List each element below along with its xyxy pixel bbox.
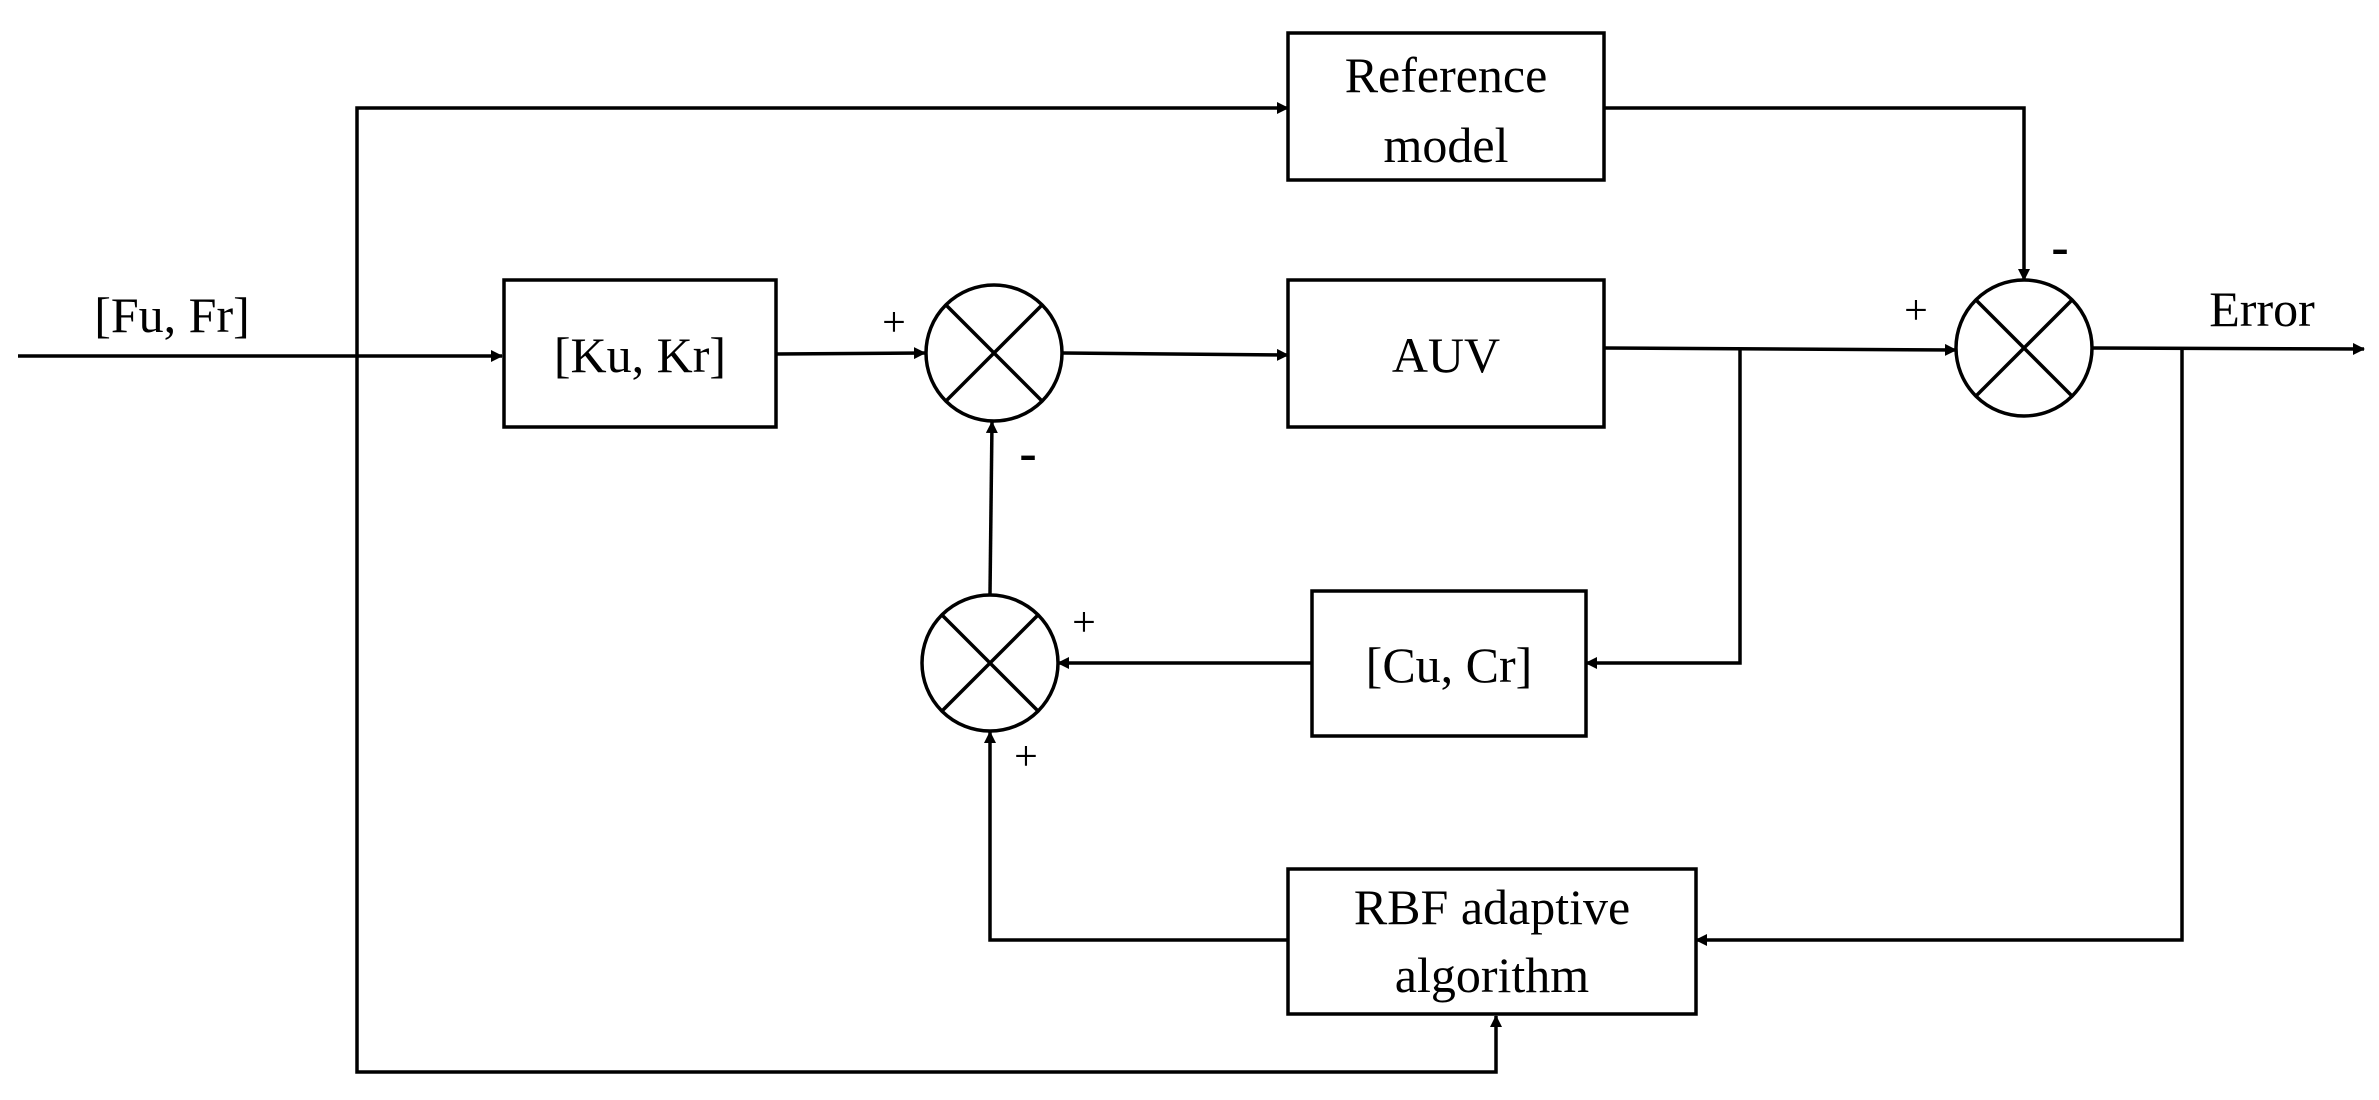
sum1-to-auv (1062, 348, 1289, 361)
error-output-label: Error (2209, 281, 2315, 337)
rbf-label-line1: RBF adaptive (1354, 879, 1630, 935)
summing-junction-2 (1954, 278, 2094, 418)
gain-to-sum1 (775, 347, 926, 360)
auv-block: AUV (1286, 278, 1606, 429)
summing-junction-3 (920, 593, 1060, 733)
input-signal-label: [Fu, Fr] (94, 287, 250, 343)
rbf-input-branch (355, 356, 1502, 1074)
rbf-label-line2: algorithm (1395, 947, 1590, 1003)
auv-label: AUV (1392, 327, 1500, 383)
sum2-plus-sign: + (1904, 288, 1928, 334)
reference-branch (355, 102, 1289, 356)
gain-block: [Ku, Kr] (502, 278, 778, 429)
auv-to-sum2 (1603, 343, 1957, 356)
reference-model-label-line1: Reference (1345, 47, 1548, 103)
gain-label: [Ku, Kr] (554, 327, 726, 383)
sum1-plus-sign: + (882, 300, 906, 346)
error-to-rbf (1695, 349, 2184, 946)
reference-model-block: Reference model (1286, 31, 1606, 182)
auv-to-compensator (1585, 349, 1742, 669)
reference-model-label-line2: model (1384, 117, 1509, 173)
wires (18, 102, 2365, 1074)
summing-junction-1 (924, 283, 1064, 423)
sum3-plus-sign-rbf: + (1014, 734, 1038, 780)
compensator-label: [Cu, Cr] (1366, 637, 1533, 693)
rbf-block: RBF adaptive algorithm (1286, 867, 1698, 1016)
sum1-minus-sign: - (1019, 425, 1036, 482)
rbf-to-sum3 (984, 731, 1288, 942)
sum2-minus-sign: - (2051, 219, 2068, 276)
compensator-block: [Cu, Cr] (1310, 589, 1588, 738)
sum3-to-sum1 (985, 421, 998, 595)
error-output-line (2091, 342, 2365, 355)
sum3-plus-sign-compensator: + (1072, 600, 1096, 646)
reference-to-sum2 (1604, 106, 2030, 281)
